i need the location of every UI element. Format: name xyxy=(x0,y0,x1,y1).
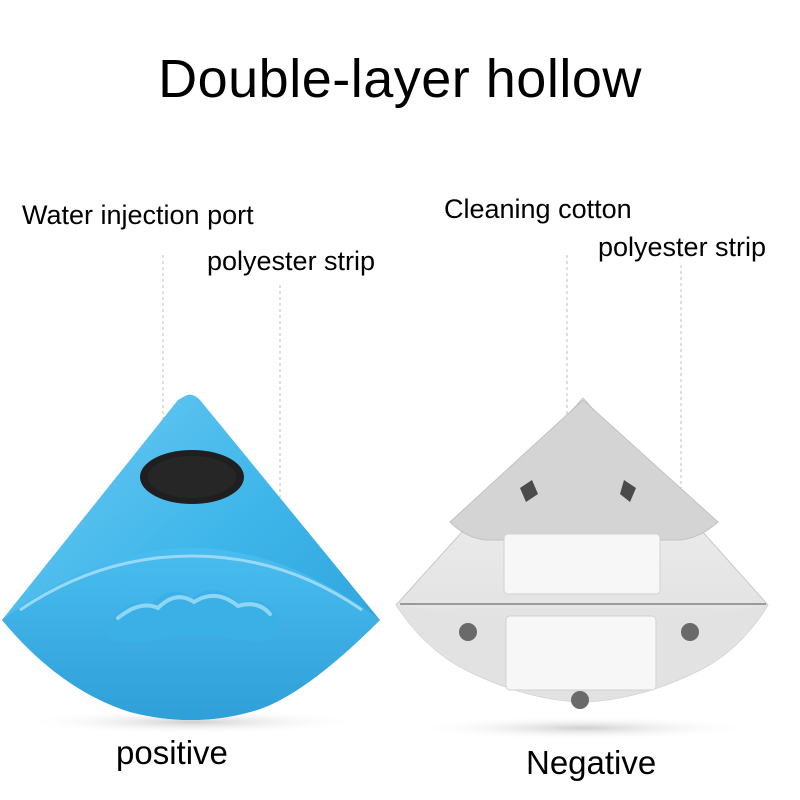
clip-left xyxy=(520,480,538,502)
shadow-left xyxy=(22,710,362,734)
negative-side-wiper xyxy=(395,397,769,709)
clip-right xyxy=(620,480,636,502)
magnet-dot-right xyxy=(681,623,699,641)
magnet-dot-bottom xyxy=(571,691,589,709)
label-polyester-strip-left: polyester strip xyxy=(207,246,376,276)
page-title: Double-layer hollow xyxy=(158,49,642,109)
caption-positive: positive xyxy=(116,734,228,771)
shadow-right xyxy=(413,716,753,740)
magnet-dot-left xyxy=(459,623,477,641)
blue-wiper-rim-highlight xyxy=(19,554,363,612)
cleaning-cotton-pad xyxy=(450,400,718,540)
label-polyester-strip-right: polyester strip xyxy=(598,232,767,262)
label-cleaning-cotton: Cleaning cotton xyxy=(444,194,632,224)
positive-side-wiper xyxy=(2,394,380,720)
upper-white-pad xyxy=(503,533,661,595)
caption-negative: Negative xyxy=(526,744,657,781)
lower-white-pad xyxy=(505,615,657,691)
label-water-injection-port: Water injection port xyxy=(22,200,254,230)
